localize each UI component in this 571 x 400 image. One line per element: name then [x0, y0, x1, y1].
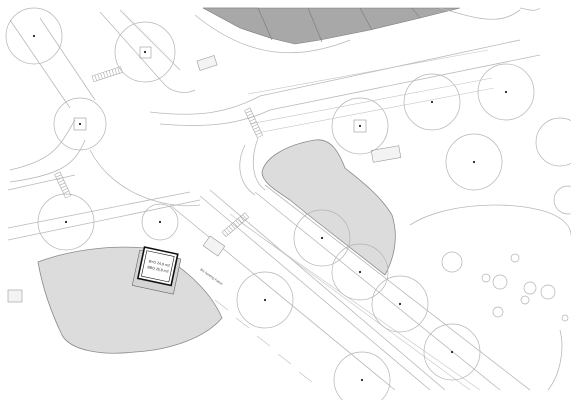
tree-trunks [32, 34, 508, 382]
road-network [7, 7, 571, 391]
stairs-symbol [54, 66, 264, 237]
pavilion-building: BYG 24,9 m2 BBO 25,8 m2 [131, 246, 182, 295]
site-furniture [7, 55, 402, 303]
tree-symbol [5, 7, 571, 400]
building-roof [202, 7, 461, 45]
lawn-area-right [261, 139, 396, 276]
pavilion-area-bbo: BBO 25,8 m2 [147, 265, 169, 273]
planting-frames [73, 46, 367, 133]
street-name-label: Bis hunting Faest [199, 268, 223, 286]
pavilion-area-byg: BYG 24,9 m2 [148, 259, 170, 267]
lawn-area-left [37, 246, 223, 354]
